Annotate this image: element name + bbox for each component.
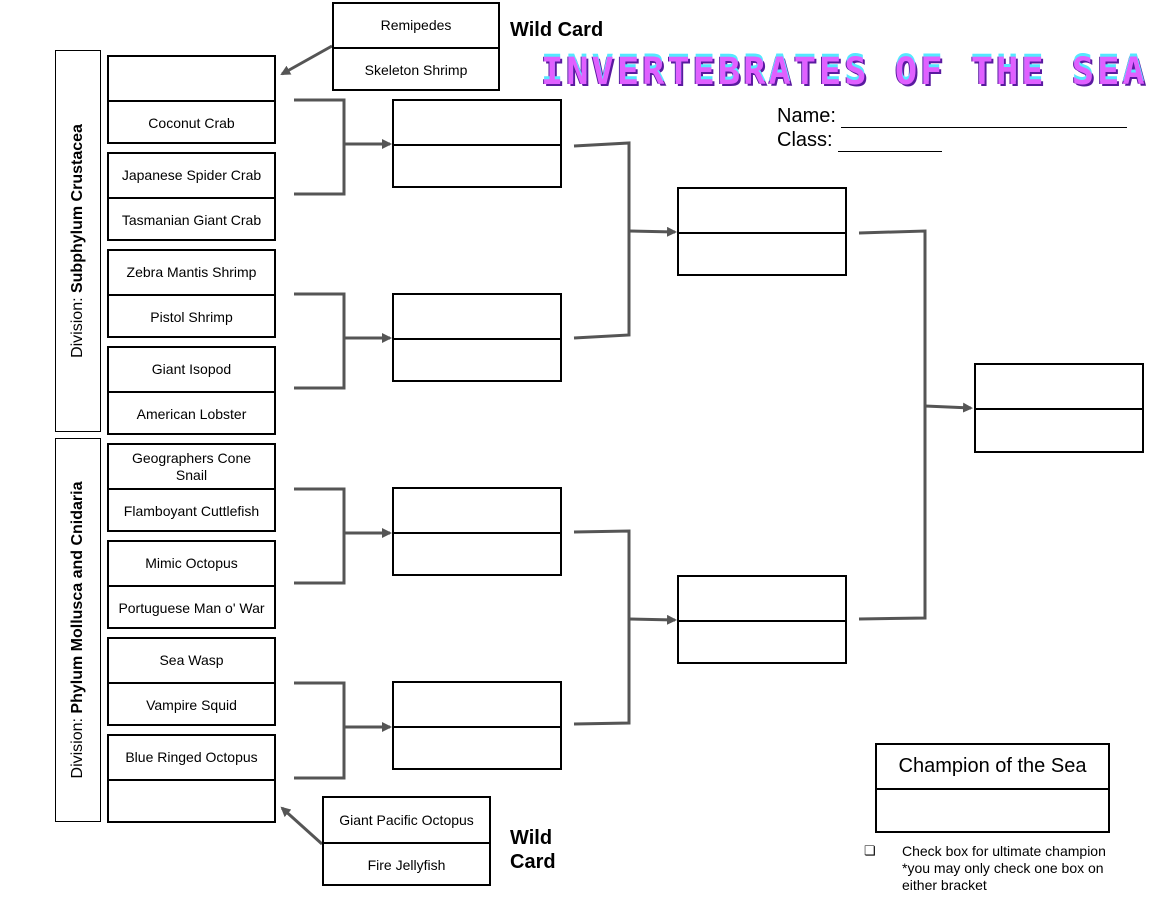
class-field: Class: xyxy=(777,128,943,152)
round2-winner-slot[interactable] xyxy=(394,728,560,770)
round1-team-slot[interactable]: Pistol Shrimp xyxy=(150,308,233,325)
division-bottom-panel: Division: Phylum Mollusca and Cnidaria xyxy=(55,438,101,822)
division-bottom-label: Division: Phylum Mollusca and Cnidaria xyxy=(69,481,86,779)
round2-matchup-2 xyxy=(392,293,562,382)
round1-matchup-6: Mimic Octopus Portuguese Man o' War xyxy=(107,540,276,629)
round3-winner-slot[interactable] xyxy=(679,577,845,620)
final-slot[interactable] xyxy=(976,365,1142,408)
round1-team-slot[interactable]: Giant Isopod xyxy=(151,361,232,377)
round1-team-slot[interactable]: Blue Ringed Octopus xyxy=(125,749,258,765)
round1-team-slot[interactable] xyxy=(109,57,274,100)
final-matchup xyxy=(974,363,1144,453)
class-label: Class: xyxy=(777,129,833,151)
wild-card-top-matchup: Remipedes Skeleton Shrimp xyxy=(332,2,500,91)
final-slot[interactable] xyxy=(976,410,1142,453)
note-line-1: Check box for ultimate champion xyxy=(902,843,1106,859)
round1-matchup-4: Giant Isopod American Lobster xyxy=(107,346,276,435)
wild-card-top-team-1[interactable]: Remipedes xyxy=(380,17,452,33)
champion-title: Champion of the Sea xyxy=(898,754,1087,777)
wild-card-bottom-matchup: Giant Pacific Octopus Fire Jellyfish xyxy=(322,796,491,886)
wild-card-top-team-2[interactable]: Skeleton Shrimp xyxy=(364,61,468,78)
round1-team-slot[interactable]: Geographers Cone Snail xyxy=(131,449,252,483)
round1-team-slot[interactable]: Vampire Squid xyxy=(146,696,237,713)
round2-winner-slot[interactable] xyxy=(394,683,560,726)
round2-winner-slot[interactable] xyxy=(394,534,560,576)
round1-team-slot[interactable]: Tasmanian Giant Crab xyxy=(121,211,262,228)
round1-matchup-5: Geographers Cone Snail Flamboyant Cuttle… xyxy=(107,443,276,532)
champion-box: Champion of the Sea xyxy=(875,743,1110,833)
round2-winner-slot[interactable] xyxy=(394,101,560,144)
round2-winner-slot[interactable] xyxy=(394,340,560,382)
wild-card-top-label: Wild Card xyxy=(510,19,604,41)
wild-card-bottom-label: Wild Card xyxy=(510,827,556,873)
round1-team-slot[interactable]: Sea Wasp xyxy=(159,652,224,668)
name-field: Name: xyxy=(777,104,1128,128)
round1-matchup-3: Zebra Mantis Shrimp Pistol Shrimp xyxy=(107,249,276,338)
round1-matchup-7: Sea Wasp Vampire Squid xyxy=(107,637,276,726)
division-top-label: Division: Subphylum Crustacea xyxy=(69,124,86,358)
round1-matchup-8: Blue Ringed Octopus xyxy=(107,734,276,823)
round2-winner-slot[interactable] xyxy=(394,295,560,338)
wild-card-bottom-team-2[interactable]: Fire Jellyfish xyxy=(367,856,446,873)
round2-matchup-1 xyxy=(392,99,562,188)
round3-winner-slot[interactable] xyxy=(679,234,845,276)
round2-matchup-3 xyxy=(392,487,562,576)
round1-matchup-2: Japanese Spider Crab Tasmanian Giant Cra… xyxy=(107,152,276,241)
round2-winner-slot[interactable] xyxy=(394,146,560,188)
name-blank[interactable] xyxy=(841,127,1128,128)
champion-slot[interactable] xyxy=(877,790,1108,833)
round2-winner-slot[interactable] xyxy=(394,489,560,532)
round1-team-slot[interactable]: Zebra Mantis Shrimp xyxy=(126,264,257,280)
round1-team-slot[interactable]: Mimic Octopus xyxy=(145,555,238,571)
round1-team-slot[interactable]: Portuguese Man o' War xyxy=(118,599,265,616)
name-label: Name: xyxy=(777,105,836,127)
round1-team-slot[interactable] xyxy=(109,781,274,823)
round1-team-slot[interactable]: American Lobster xyxy=(136,405,247,422)
round1-team-slot[interactable]: Coconut Crab xyxy=(148,114,235,131)
round3-matchup-1 xyxy=(677,187,847,276)
note-line-3: either bracket xyxy=(902,877,987,893)
round3-winner-slot[interactable] xyxy=(679,622,845,664)
page-title: INVERTEBRATES OF THE SEA xyxy=(541,50,1148,93)
wild-card-bottom-team-1[interactable]: Giant Pacific Octopus xyxy=(339,811,474,828)
round1-team-slot[interactable]: Flamboyant Cuttlefish xyxy=(123,502,260,519)
note-line-2: *you may only check one box on xyxy=(902,860,1104,876)
round1-matchup-1: Coconut Crab xyxy=(107,55,276,144)
champion-checkbox[interactable]: ❏ xyxy=(864,843,876,858)
round2-matchup-4 xyxy=(392,681,562,770)
round3-matchup-2 xyxy=(677,575,847,664)
round1-team-slot[interactable]: Japanese Spider Crab xyxy=(121,167,262,183)
class-blank[interactable] xyxy=(838,151,943,152)
round3-winner-slot[interactable] xyxy=(679,189,845,232)
division-top-panel: Division: Subphylum Crustacea xyxy=(55,50,101,432)
